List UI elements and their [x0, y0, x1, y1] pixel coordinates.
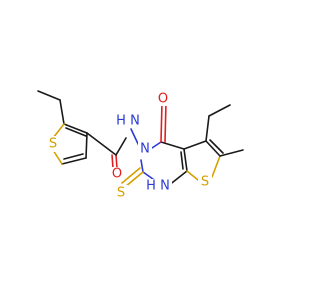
bond	[164, 101, 167, 143]
amide-linkage	[86, 128, 141, 169]
sulfur-atom-right: S	[201, 175, 209, 190]
bond	[205, 115, 210, 142]
bond	[209, 139, 224, 154]
structure-canvas: S N H O N O S N H S	[37, 90, 244, 201]
bond	[180, 151, 184, 170]
bond	[186, 170, 199, 181]
amide-hydrogen: H	[116, 114, 126, 129]
bond	[205, 140, 221, 157]
bond	[160, 101, 163, 143]
bond	[37, 90, 61, 101]
thione-sulfur: S	[117, 186, 125, 201]
atom-labels: S N H O N O S N H S	[46, 92, 212, 201]
bond	[121, 167, 141, 184]
bond	[183, 148, 188, 172]
bond	[59, 99, 65, 125]
bond	[208, 104, 231, 117]
right-thiophene	[183, 104, 244, 181]
bond	[85, 132, 88, 159]
bond	[65, 127, 87, 137]
bond	[115, 137, 127, 156]
ring-oxygen: O	[158, 92, 168, 107]
molecule-diagram: S N H O N O S N H S	[37, 90, 244, 201]
bond	[219, 149, 244, 157]
ring-nh-hydrogen: H	[146, 179, 156, 194]
bond	[63, 123, 88, 134]
ring-nh-nitrogen: N	[160, 179, 170, 194]
sulfur-atom-left: S	[49, 137, 57, 152]
bond	[183, 140, 207, 150]
bond	[211, 155, 221, 178]
bond	[111, 154, 114, 169]
amide-nitrogen: N	[130, 114, 140, 129]
left-thiophene	[37, 90, 88, 165]
bond	[61, 157, 87, 165]
amide-oxygen: O	[112, 167, 122, 182]
bond	[140, 159, 144, 173]
bond	[124, 171, 144, 188]
bond	[52, 123, 65, 139]
bond	[63, 153, 84, 160]
bond	[115, 154, 118, 169]
ring-nitrogen: N	[140, 142, 150, 157]
bond	[160, 141, 185, 150]
bond	[52, 149, 63, 165]
bond	[86, 132, 117, 156]
